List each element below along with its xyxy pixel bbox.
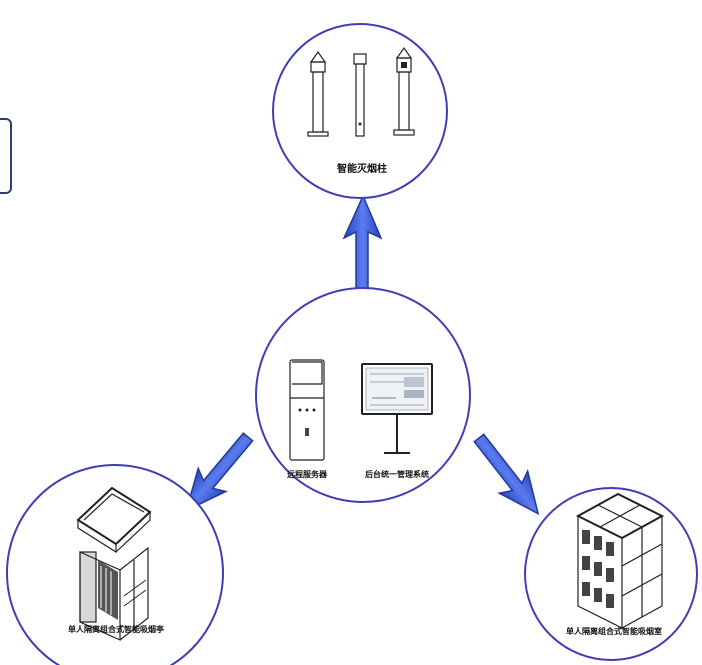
arrow-down-left: [185, 432, 254, 512]
node-label-room: 单人隔离组合式智能吸烟室: [566, 626, 662, 636]
node-label-management: 后台统一管理系统: [365, 469, 429, 479]
node-smoke-pillar: 智能灭烟柱: [272, 23, 448, 199]
room-windows: [582, 530, 614, 608]
server-cabinet-icon: [289, 359, 325, 461]
node-label-server: 远程服务器: [287, 469, 328, 479]
node-circle: [6, 464, 224, 665]
arrow-icon: [473, 433, 540, 516]
smoking-booth-icon: [76, 486, 152, 641]
node-control-center: 远程服务器 后台统一管理系统: [255, 287, 471, 503]
arrow-up: [342, 194, 383, 299]
arrow-icon: [185, 432, 254, 512]
smoking-room-icon: [575, 492, 665, 629]
arrow-down-right: [473, 433, 540, 516]
node-label-top: 智能灭烟柱: [337, 162, 387, 175]
arrow-icon: [342, 194, 383, 299]
monitor-icon: [361, 363, 433, 454]
node-smoking-room: 单人隔离组合式智能吸烟室: [524, 487, 698, 661]
smoke-extinguisher-pillar-icon: [307, 46, 415, 137]
node-smoking-booth: 单人隔离组合式智能吸烟亭: [6, 464, 224, 665]
side-tab[interactable]: [0, 118, 12, 194]
node-label-booth: 单人隔离组合式智能吸烟亭: [68, 624, 164, 634]
